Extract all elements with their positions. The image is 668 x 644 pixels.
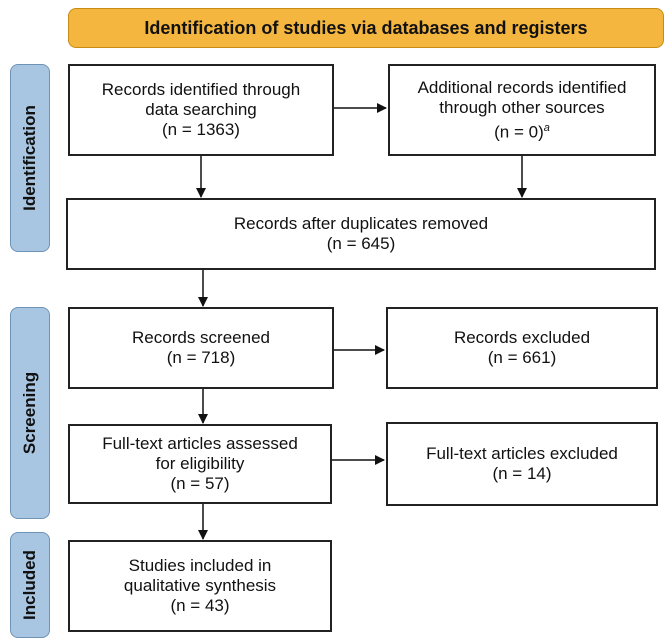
count-text: (n = 43) — [170, 596, 230, 615]
count-text: (n = 1363) — [162, 120, 240, 139]
box-records-identified: Records identified through data searchin… — [68, 64, 334, 156]
stage-screening: Screening — [10, 307, 50, 519]
stage-identification: Identification — [10, 64, 50, 252]
text-line: through other sources — [439, 97, 605, 117]
banner-title-text: Identification of studies via databases … — [144, 17, 588, 38]
count-text: (n = 645) — [326, 234, 396, 253]
box-records-excluded: Records excluded (n = 661) — [386, 307, 658, 389]
box-additional-records: Additional records identified through ot… — [388, 64, 656, 156]
box-after-duplicates: Records after duplicates removed (n = 64… — [66, 198, 656, 270]
text-line: for eligibility — [155, 454, 245, 473]
count-text: (n = 718) — [166, 348, 236, 367]
text-line: Records identified through — [101, 80, 301, 99]
box-studies-included: Studies included in qualitative synthesi… — [68, 540, 332, 632]
box-fulltext-excluded: Full-text articles excluded (n = 14) — [386, 422, 658, 506]
box-fulltext-assessed: Full-text articles assessed for eligibil… — [68, 424, 332, 504]
text-line: Full-text articles assessed — [102, 434, 298, 453]
count-text: (n = 661) — [487, 348, 557, 367]
text-line: Studies included in — [128, 556, 272, 575]
text-line: Additional records identified — [417, 77, 627, 97]
text-line: Records screened — [132, 328, 270, 347]
count-line: (n = 0)a — [494, 118, 550, 143]
footnote-marker: a — [543, 121, 550, 134]
text-line: qualitative synthesis — [123, 576, 277, 595]
box-records-screened: Records screened (n = 718) — [68, 307, 334, 389]
text-line: data searching — [145, 100, 257, 119]
count-text: (n = 14) — [492, 464, 552, 483]
banner-title: Identification of studies via databases … — [68, 8, 664, 48]
text-line: Records excluded — [453, 328, 591, 347]
count-text: (n = 0) — [494, 122, 544, 142]
stage-included: Included — [10, 532, 50, 638]
text-line: Records after duplicates removed — [233, 214, 489, 233]
count-text: (n = 57) — [170, 474, 230, 493]
text-line: Full-text articles excluded — [426, 444, 618, 463]
